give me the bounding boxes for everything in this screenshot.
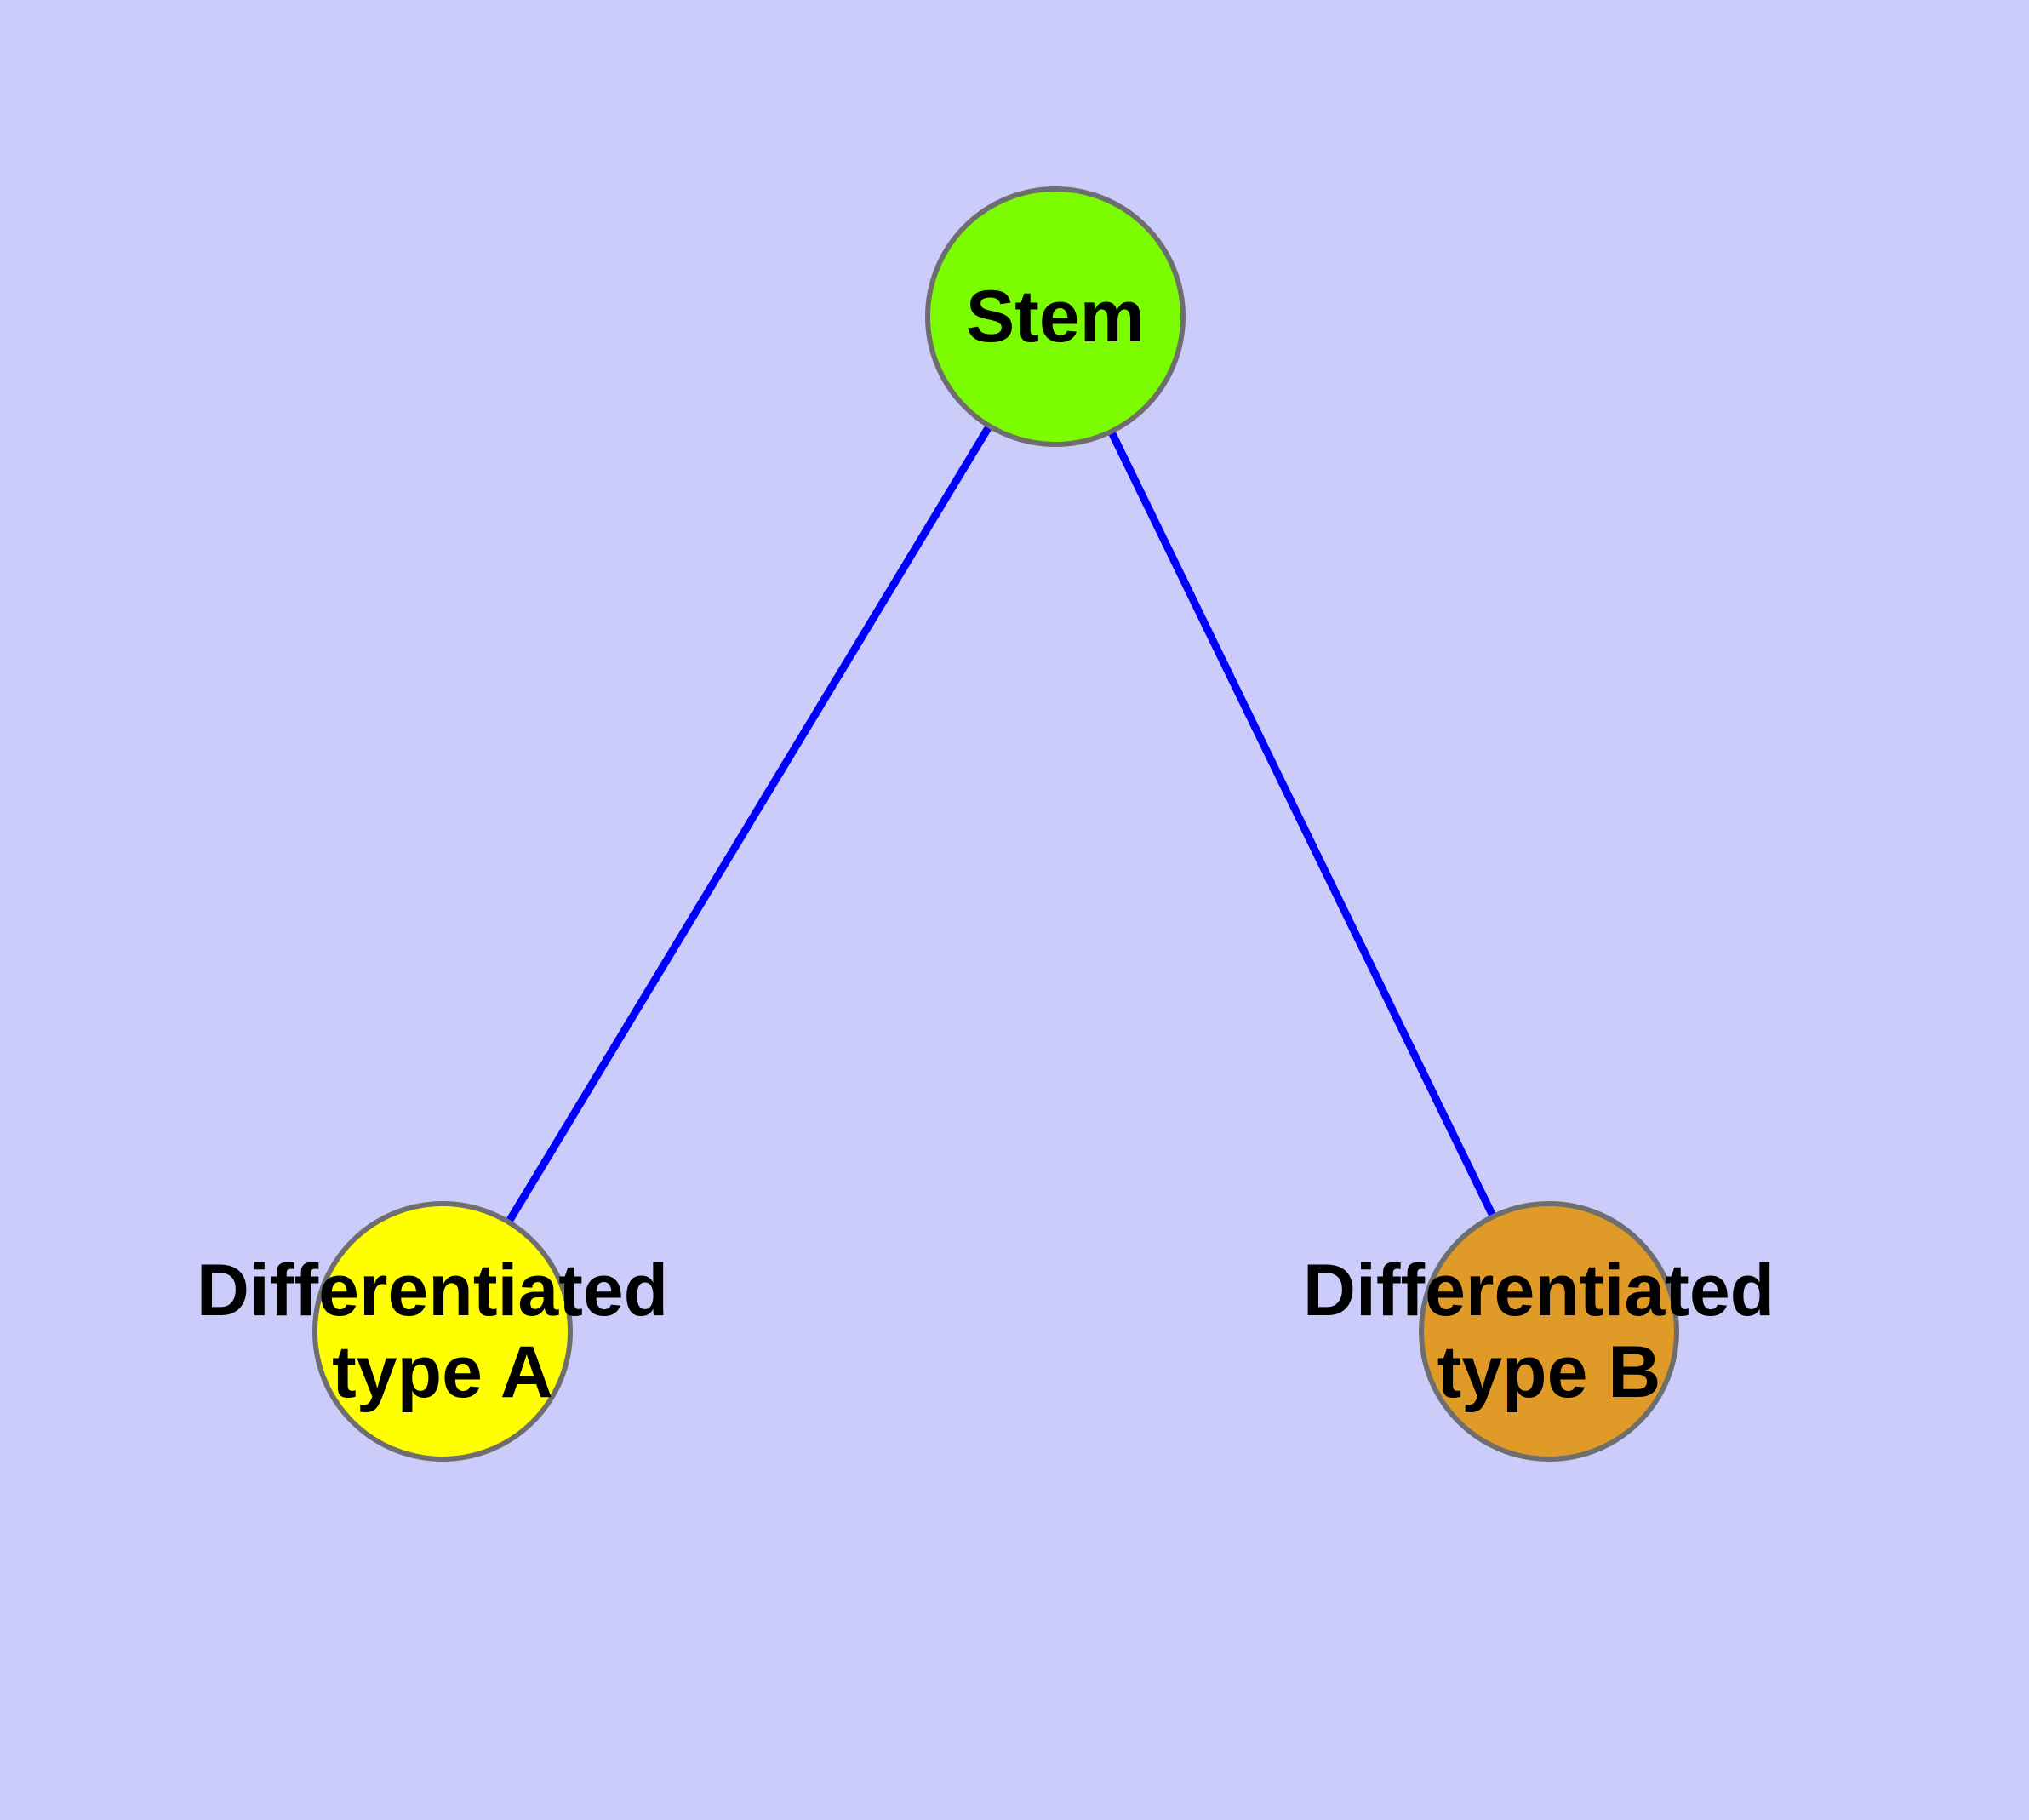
edge-stem-to-differentiated-b[interactable] xyxy=(1107,429,1497,1219)
node-label-stem: Stem xyxy=(966,276,1145,358)
node-circle-differentiated-type-b[interactable] xyxy=(1419,1201,1679,1462)
node-label-differentiated-type-b-line-1: Differentiated xyxy=(1303,1250,1775,1331)
node-label-differentiated-type-a-line-1: Differentiated xyxy=(197,1250,668,1331)
node-differentiated-type-a[interactable] xyxy=(312,1201,573,1462)
node-differentiated-type-b[interactable] xyxy=(1419,1201,1679,1462)
node-label-stem-line-1: Stem xyxy=(966,276,1145,358)
node-label-differentiated-type-b-line-2: type B xyxy=(1437,1331,1661,1413)
node-layer xyxy=(312,186,1679,1462)
node-circle-stem[interactable] xyxy=(925,186,1186,447)
node-label-differentiated-type-b: Differentiated type B xyxy=(1303,1250,1795,1413)
node-label-differentiated-type-a-line-2: type A xyxy=(332,1331,553,1413)
label-layer: Stem Differentiated type A Differentiate… xyxy=(197,276,1795,1413)
edge-layer xyxy=(505,424,1497,1224)
node-stem[interactable] xyxy=(925,186,1186,447)
edge-stem-to-differentiated-a[interactable] xyxy=(505,424,993,1224)
node-label-differentiated-type-a: Differentiated type A xyxy=(197,1250,689,1413)
node-circle-differentiated-type-a[interactable] xyxy=(312,1201,573,1462)
